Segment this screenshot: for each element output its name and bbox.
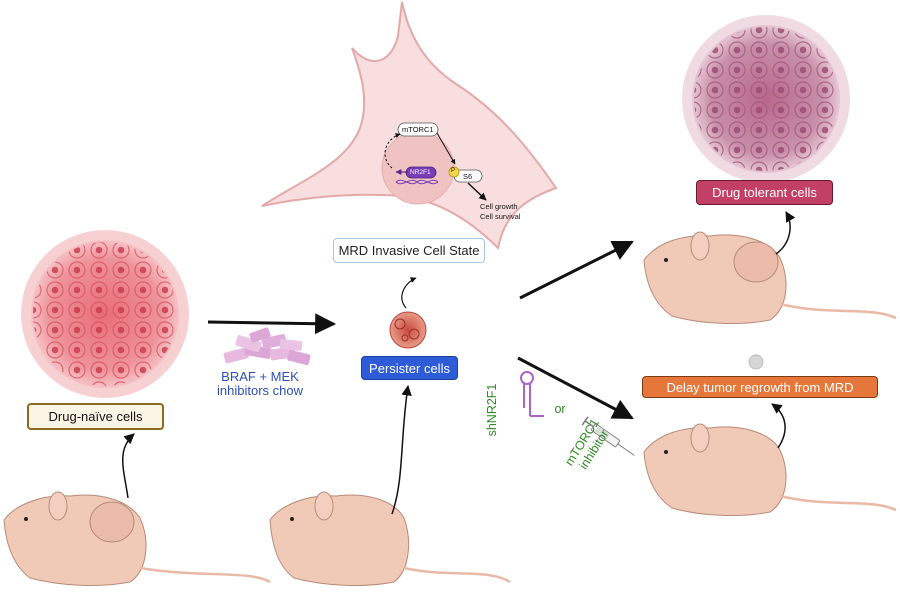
shrna-hairpin-icon [520,371,544,417]
persister-label: Persister cells [361,356,458,380]
drug-naive-label: Drug-naïve cells [27,403,164,430]
mtorc1-pathway [384,122,487,201]
cell-survival-label: Cell survival [480,212,521,221]
arrow-persister-to-mrd [401,277,417,309]
mouse-icon [3,491,271,586]
s6-label: S6 [463,172,473,181]
arrow-mouse-to-persister [391,384,412,515]
persister-cluster-icon [389,311,427,349]
mtorc1-node [397,122,439,137]
nr2f1-label: NR2F1 [410,169,431,176]
mouse-icon [269,491,511,586]
phospho-label: P [451,168,456,174]
braf-mek-label: BRAF + MEK inhibitors chow [217,369,303,398]
mtorc1-label: mTORC1 [402,125,434,134]
or-label: or [554,402,566,416]
arrow-naive-to-persister [207,313,337,335]
dna-icon [395,179,439,185]
pill-chow-icon [223,327,311,366]
mtorc1-to-s6-arrow [436,132,456,165]
arrows [122,211,796,515]
delay-regrowth-label: Delay tumor regrowth from MRD [642,376,878,398]
arrow-mouse-to-naive [122,433,135,499]
mouse-icon [643,231,897,324]
arrow-to-tolerant-box [775,211,796,255]
tumor-cluster-icon [682,15,850,183]
tumor-cluster-icon [21,230,189,398]
mrd-state-label: MRD Invasive Cell State [333,238,485,263]
cell-growth-label: Cell growth [480,202,518,211]
arrow-to-tolerant-mouse [519,240,634,300]
residual-cells-icon [748,354,764,370]
s6-outcome-arrow [467,182,487,201]
arrow-to-treated-mouse [517,356,634,420]
mouse-icon [643,423,897,516]
arrow-to-delay-box [771,403,786,449]
syringe-icon [581,416,635,456]
shnr2f1-label: shNR2F1 [485,383,499,437]
drug-tolerant-label: Drug tolerant cells [696,180,833,205]
phospho-icon [448,166,460,178]
